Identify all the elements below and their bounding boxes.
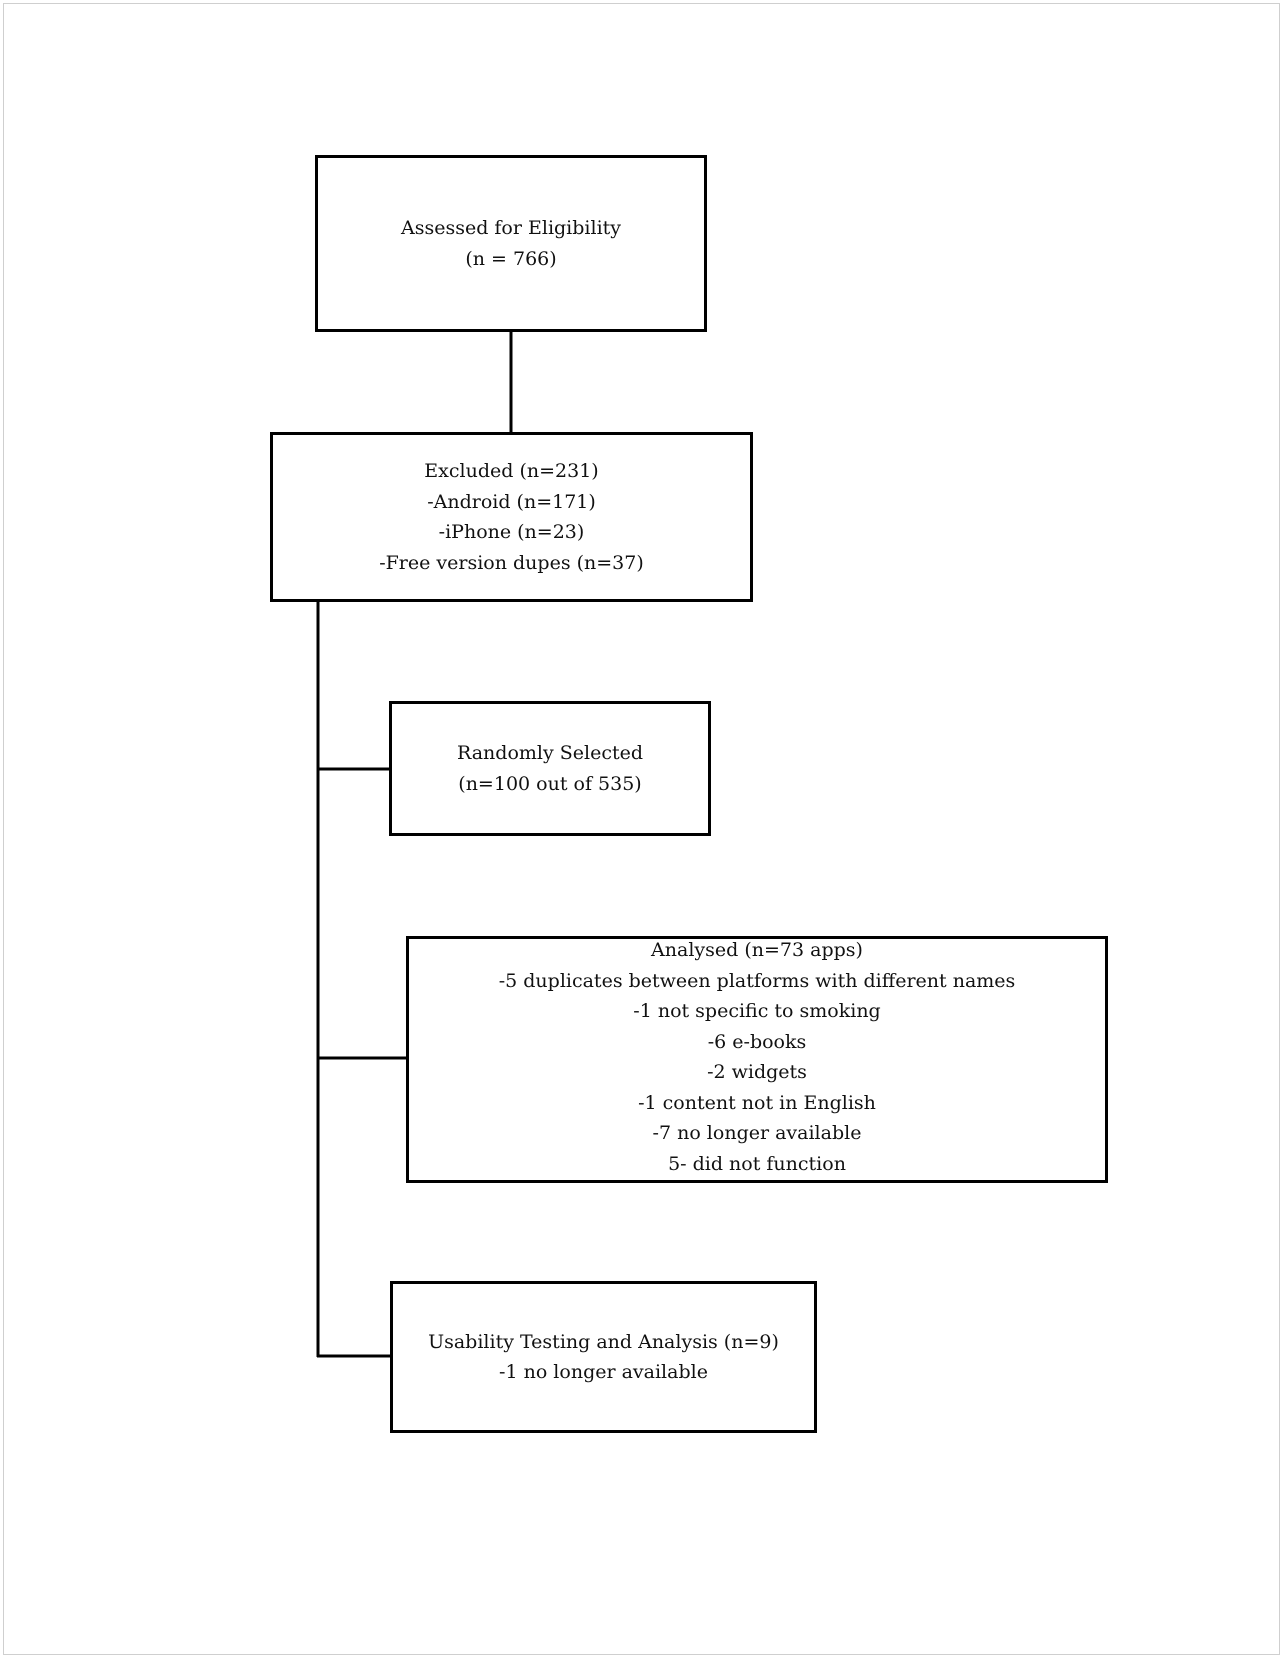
- node-excluded-free-dupes: -Free version dupes (n=37): [379, 551, 644, 574]
- node-usability-title: Usability Testing and Analysis (n=9): [428, 1330, 779, 1353]
- node-usability-unavailable: -1 no longer available: [499, 1361, 708, 1383]
- node-excluded-iphone: -iPhone (n=23): [438, 521, 585, 543]
- node-randomly-selected: Randomly Selected (n=100 out of 535): [389, 701, 711, 836]
- node-analysed-title: Analysed (n=73 apps): [651, 939, 863, 961]
- node-usability-testing: Usability Testing and Analysis (n=9) -1 …: [390, 1281, 817, 1433]
- node-analysed-not-smoking: -1 not specific to smoking: [633, 1000, 881, 1022]
- node-analysed-not-function: 5- did not function: [668, 1152, 846, 1175]
- node-excluded-title: Excluded (n=231): [424, 460, 599, 482]
- node-excluded-android: -Android (n=171): [427, 490, 596, 513]
- node-assessed-for-eligibility: Assessed for Eligibility (n = 766): [315, 155, 707, 332]
- node-analysed-ebooks: -6 e-books: [707, 1030, 807, 1053]
- node-analysed: Analysed (n=73 apps) -5 duplicates betwe…: [406, 936, 1108, 1183]
- node-assessed-title: Assessed for Eligibility: [400, 217, 622, 239]
- node-analysed-not-english: -1 content not in English: [638, 1091, 876, 1114]
- node-analysed-widgets: -2 widgets: [707, 1061, 807, 1083]
- node-assessed-count: (n = 766): [465, 247, 557, 270]
- node-excluded: Excluded (n=231) -Android (n=171) -iPhon…: [270, 432, 753, 602]
- node-random-title: Randomly Selected: [456, 742, 644, 764]
- node-random-count: (n=100 out of 535): [458, 772, 642, 795]
- node-analysed-unavailable: -7 no longer available: [652, 1122, 862, 1144]
- page-frame: [3, 3, 1280, 1655]
- node-analysed-duplicates: -5 duplicates between platforms with dif…: [498, 969, 1016, 992]
